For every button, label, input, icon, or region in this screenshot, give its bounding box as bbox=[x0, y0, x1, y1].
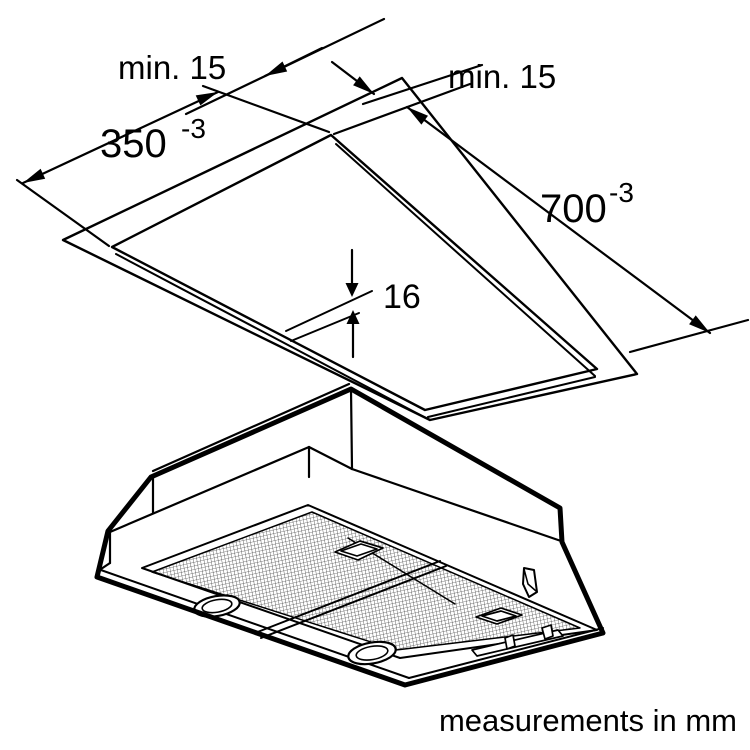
dimension-350 bbox=[15, 84, 331, 248]
arrowhead-icon bbox=[353, 76, 374, 94]
label-700: 700 bbox=[540, 187, 607, 231]
hood-structure-lines bbox=[96, 382, 563, 573]
arrowhead-icon bbox=[689, 315, 710, 333]
footer-note: measurements in mm bbox=[439, 703, 737, 738]
hood-unit bbox=[94, 382, 606, 688]
label-min15-left: min. 15 bbox=[118, 49, 226, 86]
label-700-tolerance: -3 bbox=[609, 177, 634, 208]
dimension-lines bbox=[15, 17, 750, 359]
body-top-front-edge bbox=[350, 467, 563, 543]
grease-filter-mesh bbox=[151, 511, 581, 651]
lamp-right bbox=[347, 640, 397, 666]
lamp-left bbox=[193, 594, 241, 618]
label-min15-right: min. 15 bbox=[448, 58, 556, 95]
filter-grip-bar bbox=[471, 629, 564, 657]
label-16: 16 bbox=[383, 278, 421, 316]
arrowhead-icon bbox=[23, 168, 46, 183]
extension-line bbox=[15, 178, 111, 248]
hood-outline-bold bbox=[94, 386, 606, 688]
label-350-tolerance: -3 bbox=[181, 113, 206, 144]
dimension-16 bbox=[345, 248, 360, 359]
ceiling-panel bbox=[61, 76, 639, 422]
arrowhead-icon bbox=[346, 310, 360, 324]
extension-line bbox=[361, 63, 484, 106]
arrowhead-icon bbox=[195, 92, 218, 106]
side-latch bbox=[522, 567, 538, 598]
extension-line bbox=[628, 318, 750, 354]
duct-front-vertical bbox=[349, 387, 354, 471]
panel-edge-section-lines bbox=[285, 290, 373, 342]
arrowhead-icon bbox=[265, 61, 288, 76]
label-350: 350 bbox=[100, 122, 167, 166]
filter-recess-rim bbox=[141, 504, 598, 659]
filter-tabs bbox=[334, 540, 564, 657]
duct-rim-line bbox=[151, 382, 351, 473]
panel-thickness-edges bbox=[115, 143, 596, 418]
duct-base-edge bbox=[307, 445, 354, 471]
panel-cutout-opening bbox=[110, 133, 599, 412]
lamps bbox=[193, 594, 397, 666]
arrowhead-icon bbox=[345, 283, 359, 297]
arrowhead-icon bbox=[407, 107, 428, 125]
extension-line bbox=[201, 84, 331, 134]
body-top-left-edge bbox=[108, 445, 311, 534]
dimension-min15-right bbox=[330, 60, 484, 106]
dimension-min15-left bbox=[184, 17, 386, 116]
dimension-labels: min. 15 min. 15 350 -3 700 -3 16 measure… bbox=[100, 49, 737, 738]
extension-line bbox=[332, 82, 472, 136]
dimension-700 bbox=[332, 82, 750, 354]
